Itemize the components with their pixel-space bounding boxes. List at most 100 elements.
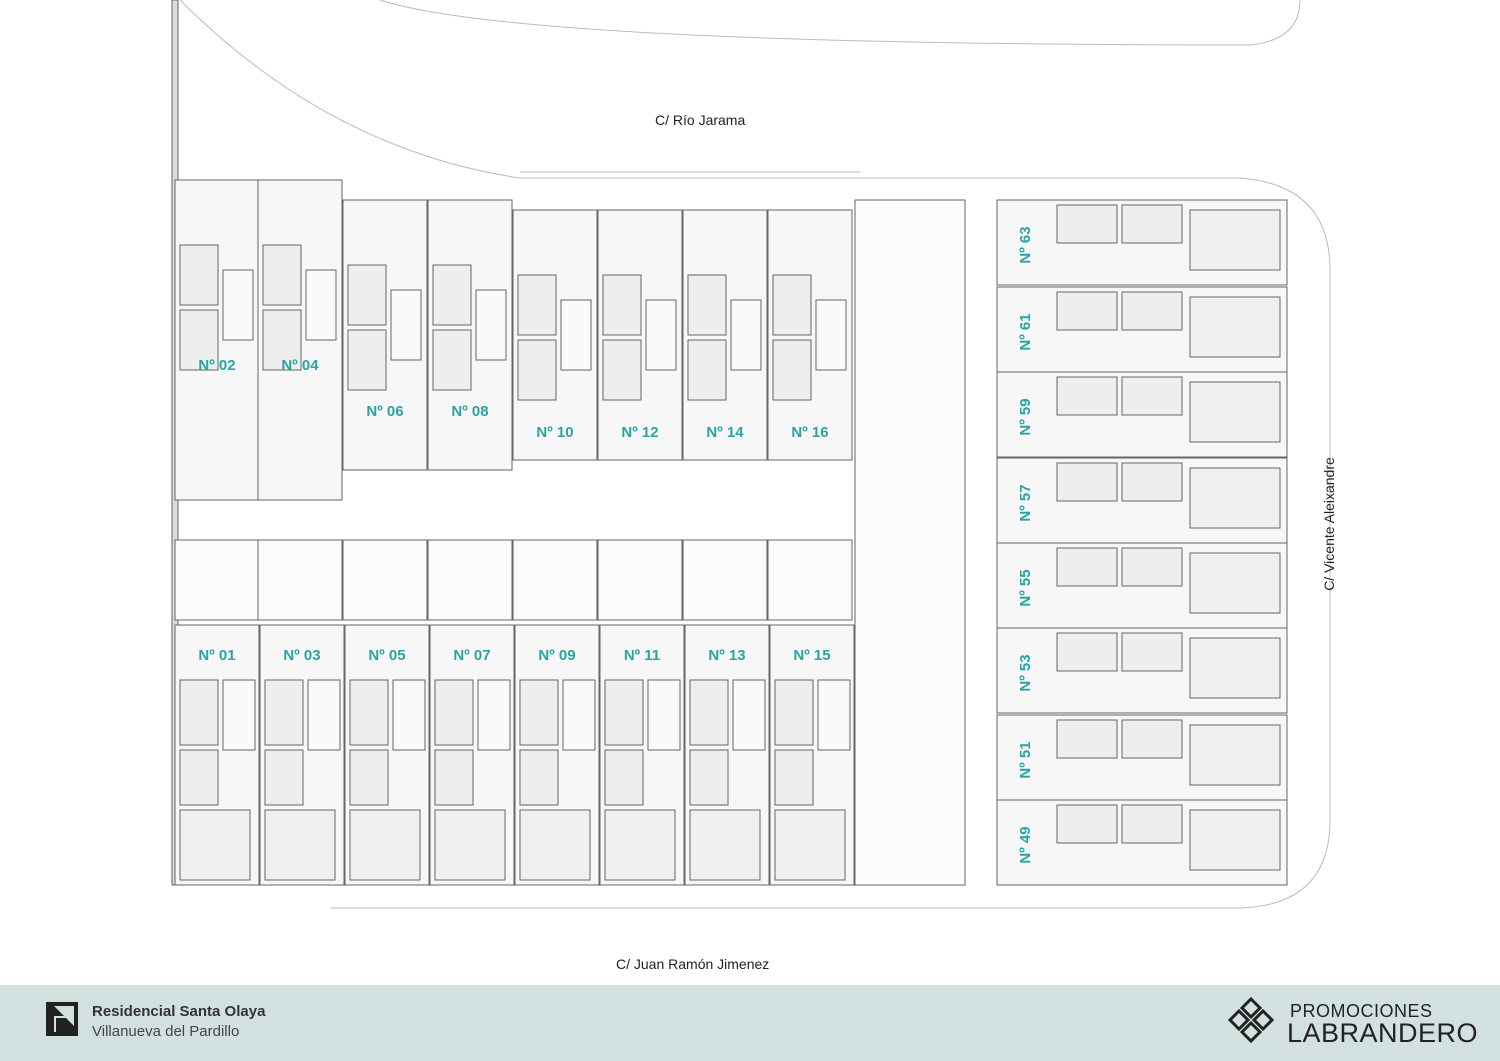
room: [1121, 547, 1183, 587]
garden: [342, 539, 428, 621]
room: [179, 244, 219, 306]
room: [434, 679, 474, 746]
garden: [682, 539, 768, 621]
stair: [477, 679, 511, 751]
room: [602, 339, 642, 401]
room: [772, 274, 812, 336]
garden: [512, 539, 598, 621]
stair: [307, 679, 341, 751]
garage: [774, 809, 846, 881]
unit-label: Nº 01: [198, 647, 235, 664]
room: [1056, 462, 1118, 502]
brand-name-line1: PROMOCIONES: [1290, 1001, 1433, 1021]
unit-label: Nº 05: [368, 647, 405, 664]
project-logo-icon: [46, 1002, 78, 1036]
room: [1121, 204, 1183, 244]
project-name: Residencial Santa Olaya: [92, 1003, 266, 1020]
stair: [647, 679, 681, 751]
room: [262, 309, 302, 371]
room: [687, 274, 727, 336]
room: [179, 309, 219, 371]
room: [774, 679, 814, 746]
garage: [1189, 724, 1281, 786]
unit-label: Nº 55: [1017, 569, 1034, 606]
room: [1121, 719, 1183, 759]
room: [432, 264, 472, 326]
room: [347, 264, 387, 326]
stair: [645, 299, 677, 371]
room: [349, 749, 389, 806]
room: [604, 749, 644, 806]
stair: [222, 679, 256, 751]
unit-label: Nº 07: [453, 647, 490, 664]
unit-label: Nº 10: [536, 424, 573, 441]
room: [689, 679, 729, 746]
room: [1121, 291, 1183, 331]
unit-label: Nº 11: [624, 647, 660, 664]
garage: [264, 809, 336, 881]
room: [1056, 547, 1118, 587]
room: [179, 749, 219, 806]
stair: [730, 299, 762, 371]
room: [264, 749, 304, 806]
room: [1056, 632, 1118, 672]
garden: [597, 539, 683, 621]
unit-label: Nº 57: [1017, 484, 1034, 521]
room: [1121, 376, 1183, 416]
stair: [817, 679, 851, 751]
stair: [475, 289, 507, 361]
garage: [1189, 552, 1281, 614]
room: [432, 329, 472, 391]
room: [1056, 204, 1118, 244]
garage: [1189, 209, 1281, 271]
garage: [349, 809, 421, 881]
room: [347, 329, 387, 391]
garage: [689, 809, 761, 881]
garden: [767, 539, 853, 621]
garage: [519, 809, 591, 881]
room: [687, 339, 727, 401]
room: [604, 679, 644, 746]
room: [1056, 804, 1118, 844]
room: [264, 679, 304, 746]
room: [519, 679, 559, 746]
building-blocks: [171, 0, 1288, 886]
unit-label: Nº 12: [621, 424, 658, 441]
unit-label: Nº 16: [791, 424, 828, 441]
garage: [1189, 381, 1281, 443]
unit-label: Nº 08: [451, 403, 488, 420]
project-location: Villanueva del Pardillo: [92, 1023, 240, 1040]
stair: [392, 679, 426, 751]
street-label-north: C/ Río Jarama: [655, 112, 746, 128]
unit-label: Nº 04: [281, 357, 319, 374]
garage: [1189, 467, 1281, 529]
room: [1121, 804, 1183, 844]
street-curbs: [179, 0, 1331, 909]
room: [1121, 632, 1183, 672]
room: [262, 244, 302, 306]
room: [434, 749, 474, 806]
unit-label: Nº 59: [1017, 398, 1034, 435]
unit-label: Nº 49: [1017, 826, 1034, 863]
stair: [815, 299, 847, 371]
room: [689, 749, 729, 806]
unit-label: Nº 02: [198, 357, 235, 374]
stair: [222, 269, 254, 341]
unit-label: Nº 15: [793, 647, 830, 664]
room: [1121, 462, 1183, 502]
room: [772, 339, 812, 401]
room: [1056, 291, 1118, 331]
common-garden: [854, 199, 966, 886]
stair: [560, 299, 592, 371]
unit-label: Nº 09: [538, 647, 575, 664]
garden: [257, 539, 343, 621]
unit-label: Nº 03: [283, 647, 320, 664]
stair: [305, 269, 337, 341]
footer-bar: Residencial Santa Olaya Villanueva del P…: [0, 985, 1500, 1061]
room: [517, 274, 557, 336]
garage: [1189, 296, 1281, 358]
garden: [427, 539, 513, 621]
stair: [390, 289, 422, 361]
